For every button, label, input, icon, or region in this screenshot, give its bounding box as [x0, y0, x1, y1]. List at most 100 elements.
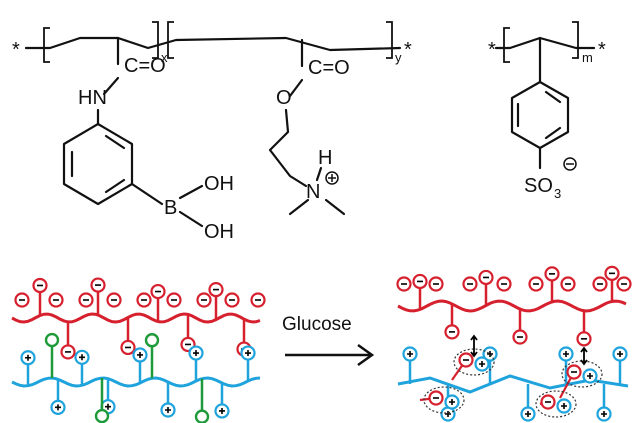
paired-cation-bead-sign [449, 399, 455, 405]
bond-ring-b [130, 182, 164, 206]
n-methyls [288, 198, 346, 216]
cation-bead [50, 399, 66, 415]
cation-bead-after-sign [563, 351, 569, 357]
oh-bottom: OH [204, 221, 234, 243]
boronate-bead [428, 390, 444, 406]
cation-bead-after-sign [407, 351, 413, 357]
ethyl-linker [268, 108, 308, 188]
cation-bead-sign [245, 350, 251, 357]
anion-bead-after [544, 266, 560, 282]
copolymer-structure: * x y * C=O HN B OH OH C=O O N H [12, 21, 412, 243]
bracket-x-right [152, 21, 159, 59]
ion-pair-dashed-outline [423, 386, 465, 414]
cation-bead-after [596, 406, 612, 422]
anion-bead [106, 292, 122, 308]
paired-cation-bead-sign [587, 373, 593, 379]
cation-bead [20, 350, 36, 366]
cation-bead-after [402, 346, 418, 362]
anion-bead-after [576, 331, 592, 347]
anion-bead [166, 292, 182, 308]
anion-bead [48, 292, 64, 308]
anion-bead [90, 277, 106, 293]
cation-bead-after [612, 346, 628, 362]
anion-bead [136, 292, 152, 308]
positive-charge-icon [325, 171, 339, 185]
benzene-ring-1-inner [70, 134, 126, 194]
end-mark-left: * [12, 39, 20, 61]
benzene-ring-2 [510, 80, 570, 150]
sulfonate-sub: 3 [554, 186, 561, 201]
anionic-chain-after [397, 299, 627, 313]
bond-n-h [315, 166, 323, 182]
anionic-chain [11, 312, 261, 324]
subscript-m: m [582, 50, 593, 65]
cationic-chain [11, 376, 261, 388]
cation-bead-sign [105, 403, 111, 410]
pss-bracket-left [503, 27, 510, 63]
boronic-bead [94, 408, 110, 423]
carbonyl-2: C=O [308, 57, 350, 79]
boronic-bead [144, 333, 160, 348]
ammonium-n: N [306, 181, 320, 203]
cation-bead-after-sign [601, 411, 607, 417]
anion-bead [32, 277, 48, 294]
bond-amide [102, 76, 120, 96]
paired-cation-bead [582, 368, 598, 384]
anion-bead [78, 292, 94, 308]
paired-cation-bead-sign [479, 361, 485, 367]
boron-label: B [164, 197, 177, 219]
cation-bead [160, 402, 176, 418]
anion-bead [196, 292, 212, 308]
pss-end-mark-left: * [488, 39, 496, 61]
anion-bead [208, 281, 224, 298]
bond-b-oh2 [178, 210, 204, 228]
cation-bead-sign [165, 407, 171, 413]
pss-end-mark-right: * [598, 39, 606, 61]
sulfonate-s: SO [524, 175, 553, 197]
anion-bead-after [604, 265, 620, 281]
cation-bead-sign [25, 354, 31, 361]
anion-bead [224, 292, 240, 308]
bond-b-oh1 [178, 184, 204, 200]
cation-bead-after [558, 346, 574, 362]
anion-bead-after [496, 276, 512, 292]
cation-bead-sign [55, 404, 61, 411]
anion-bead-after [512, 329, 528, 345]
scheme-after [396, 265, 632, 422]
backbone [24, 36, 402, 52]
ester-oxygen: O [276, 87, 292, 109]
anion-bead-after [592, 276, 608, 292]
pss-structure: * m * SO 3 [488, 21, 606, 201]
oh-top: OH [204, 173, 234, 195]
ammonium-h: H [318, 147, 332, 169]
amine-label: HN [78, 87, 107, 109]
anion-bead [120, 339, 136, 356]
cation-bead [132, 347, 148, 363]
anion-bead [60, 344, 76, 360]
anion-bead-after [528, 276, 544, 292]
paired-cation-bead [474, 356, 490, 372]
bracket-y-right [386, 21, 393, 59]
reaction-arrow [285, 343, 375, 367]
anion-bead-after [616, 276, 632, 292]
benzene-ring-1 [62, 122, 134, 206]
anion-bead-after [444, 324, 460, 340]
benzene-ring-2-inner [516, 90, 562, 140]
cation-bead [188, 345, 204, 361]
scheme-before [11, 277, 266, 423]
anion-bead-after [412, 273, 428, 290]
boronate-bead [458, 352, 474, 368]
boronate-bead [540, 394, 556, 410]
cation-bead-after [482, 346, 498, 362]
anion-bead-after [560, 276, 576, 292]
ion-pair-dashed-outline [453, 348, 495, 376]
anion-bead-after [462, 276, 478, 292]
boronic-bead [44, 332, 60, 348]
anion-bead-after [428, 276, 444, 292]
pss-backbone [494, 36, 596, 50]
anion-bead-after [396, 276, 412, 292]
end-mark-right: * [404, 39, 412, 61]
subscript-x: x [161, 50, 168, 65]
cation-bead-after-sign [445, 411, 451, 417]
